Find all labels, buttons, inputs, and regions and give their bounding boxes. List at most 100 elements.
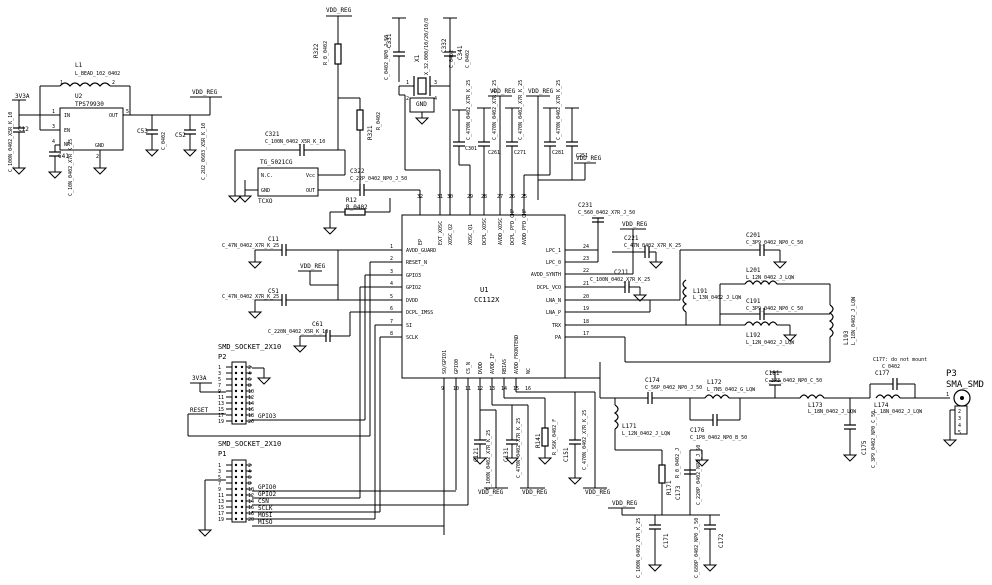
c11-value: C_47N_0402_X7R_K_25 [222,243,279,249]
c52-ref: C52 [175,132,186,139]
connector-pin-dot [234,505,238,509]
r171-ref: R171 [666,480,673,495]
c301-value: C_470N_0402_X7R_K_25 [466,80,472,140]
connector-pin-dot [234,511,238,515]
u2-pinnum: 4 [52,139,55,145]
connector-pin-dot [234,395,238,399]
x1-value: X_32.000/10/20/10/8 [424,18,430,75]
l201-ref: L201 [746,267,761,274]
connector-pin-number: 14 [248,499,254,505]
l174-value: L_18N_0402_J_LQW [874,409,923,415]
l193-ref: L193 [843,330,850,345]
top-decoupling: VDD_REG VDD_REG C301 C_470N_0402_X7R_K_2… [452,80,602,200]
c121-value: C_100N_0402_X7R_K_25 [486,430,492,490]
connector-pin-number: 13 [218,499,224,505]
l1-value: L_BEAD_102_0402 [75,71,120,77]
u1-pin-name: LNA_P [546,310,561,316]
u2-regulator-chip [59,107,124,151]
l201-value: L_12N_0402_J_LQW [746,275,795,281]
c321-value: C_100N_0402_X5R_K_10 [265,139,325,145]
gnd-symbol [247,261,263,269]
c151-ref: C151 [563,447,570,462]
l193-inductor [828,304,834,338]
gnd-symbol [144,149,160,157]
c131-value: C_470N_0402_X7R_K_25 [516,418,522,478]
connector-pin-dot [234,377,238,381]
connector-pin-dot [234,407,238,411]
p3-value: SMA_SMD [946,380,984,390]
l173-ref: L173 [808,402,823,409]
connector-pin-dot [240,499,244,503]
connector-pin-dot [240,395,244,399]
u1-name: CC112X [474,296,500,304]
gnd-symbol [11,167,27,175]
u1-pin-number: 30 [447,194,453,200]
c172-value: C_680P_0402_NP0_J_50 [694,518,700,578]
sma-pin: 5 [958,430,961,436]
connector-pin-number: 1 [218,463,221,469]
c181-ref: C181 [765,370,780,377]
u1-pin-number: 32 [417,194,423,200]
c172-ref: C172 [718,533,725,548]
connector-pin-dot [234,475,238,479]
connector-pin-dot [240,365,244,369]
u1-pin-number: 16 [525,386,531,392]
u1-pin-name: LPC_0 [546,260,561,266]
synth-section: C231 C_560_0402_X7R_J_50 VDD_REG C221 C_… [578,202,681,302]
connector-pin-dot [234,365,238,369]
regulator-section: L1 L_BEAD_102_0402 1 2 3V3A U2 TPS79930 … [8,62,222,196]
r322-ref: R322 [313,43,320,58]
gnd-symbol [772,261,788,269]
l172-value: L_7N5_0402_G_LQW [707,387,756,393]
c41-ref: C41 [58,153,69,160]
u1-pin-name: EXT_XOSC [438,221,444,245]
l1-ref: L1 [75,62,83,69]
connector-pin-dot [240,407,244,411]
r321-resistor [356,109,364,131]
x1-pin3: 3 [434,80,437,86]
net-vdd-reg-label: VDD_REG [522,489,548,496]
miso-net-label: MISO [258,519,273,526]
u1-pin-name: RESET_N [406,260,427,266]
connector-pin-dot [234,487,238,491]
u1-pin-number: 2 [390,256,393,262]
c175-ref: C175 [861,440,868,455]
r171-resistor [658,464,666,484]
connector-pin-dot [240,413,244,417]
u1-pin-number: 22 [583,268,589,274]
gpio0-net-label: GPIO0 [258,484,276,491]
u1-pin-number: 17 [583,331,589,337]
u1-pin-number: 24 [583,244,589,250]
c322-ref: C322 [350,168,365,175]
r321-ref: R321 [367,125,374,140]
u1-pin-name: GPIO2 [406,285,421,291]
connector-pin-dot [240,383,244,387]
connector-pin-number: 20 [248,419,254,425]
gnd-symbol [537,457,553,465]
gpio3-net-label: GPIO3 [258,413,276,420]
u1-pin-name: CS_N [466,362,472,374]
connector-pin-dot [234,383,238,387]
connector-pin-number: 13 [218,401,224,407]
u1-pin-number: 27 [497,194,503,200]
c51-ref: C51 [268,288,279,295]
connector-pin-number: 11 [218,395,224,401]
l174-ref: L174 [874,402,889,409]
connector-pin-dot [240,511,244,515]
gnd-symbol [842,454,858,462]
x2-pin-out: OUT [306,188,315,194]
c174-ref: C174 [645,377,660,384]
c173-ref: C173 [675,485,682,500]
l1-bead-inductor [59,82,111,87]
connector-pin-number: 14 [248,401,254,407]
connector-pin-number: 19 [218,517,224,523]
connector-pin-number: 17 [218,413,224,419]
gnd-symbol [197,529,213,537]
gnd-symbol [256,377,272,385]
bottom-decoupling: C121 C_100N_0402_X7R_K_25 VDD_REG C131 C… [443,378,611,535]
output-filter: C174 C_56P_0402_NP0_J_50 L172 L_7N5_0402… [565,357,950,578]
u1-transceiver: U1 CC112X 1AVDD_GUARD2RESET_N3GPIO34GPIO… [385,194,589,392]
reset-net-label: RESET [190,407,208,414]
u1-pin-number: 5 [390,294,393,300]
